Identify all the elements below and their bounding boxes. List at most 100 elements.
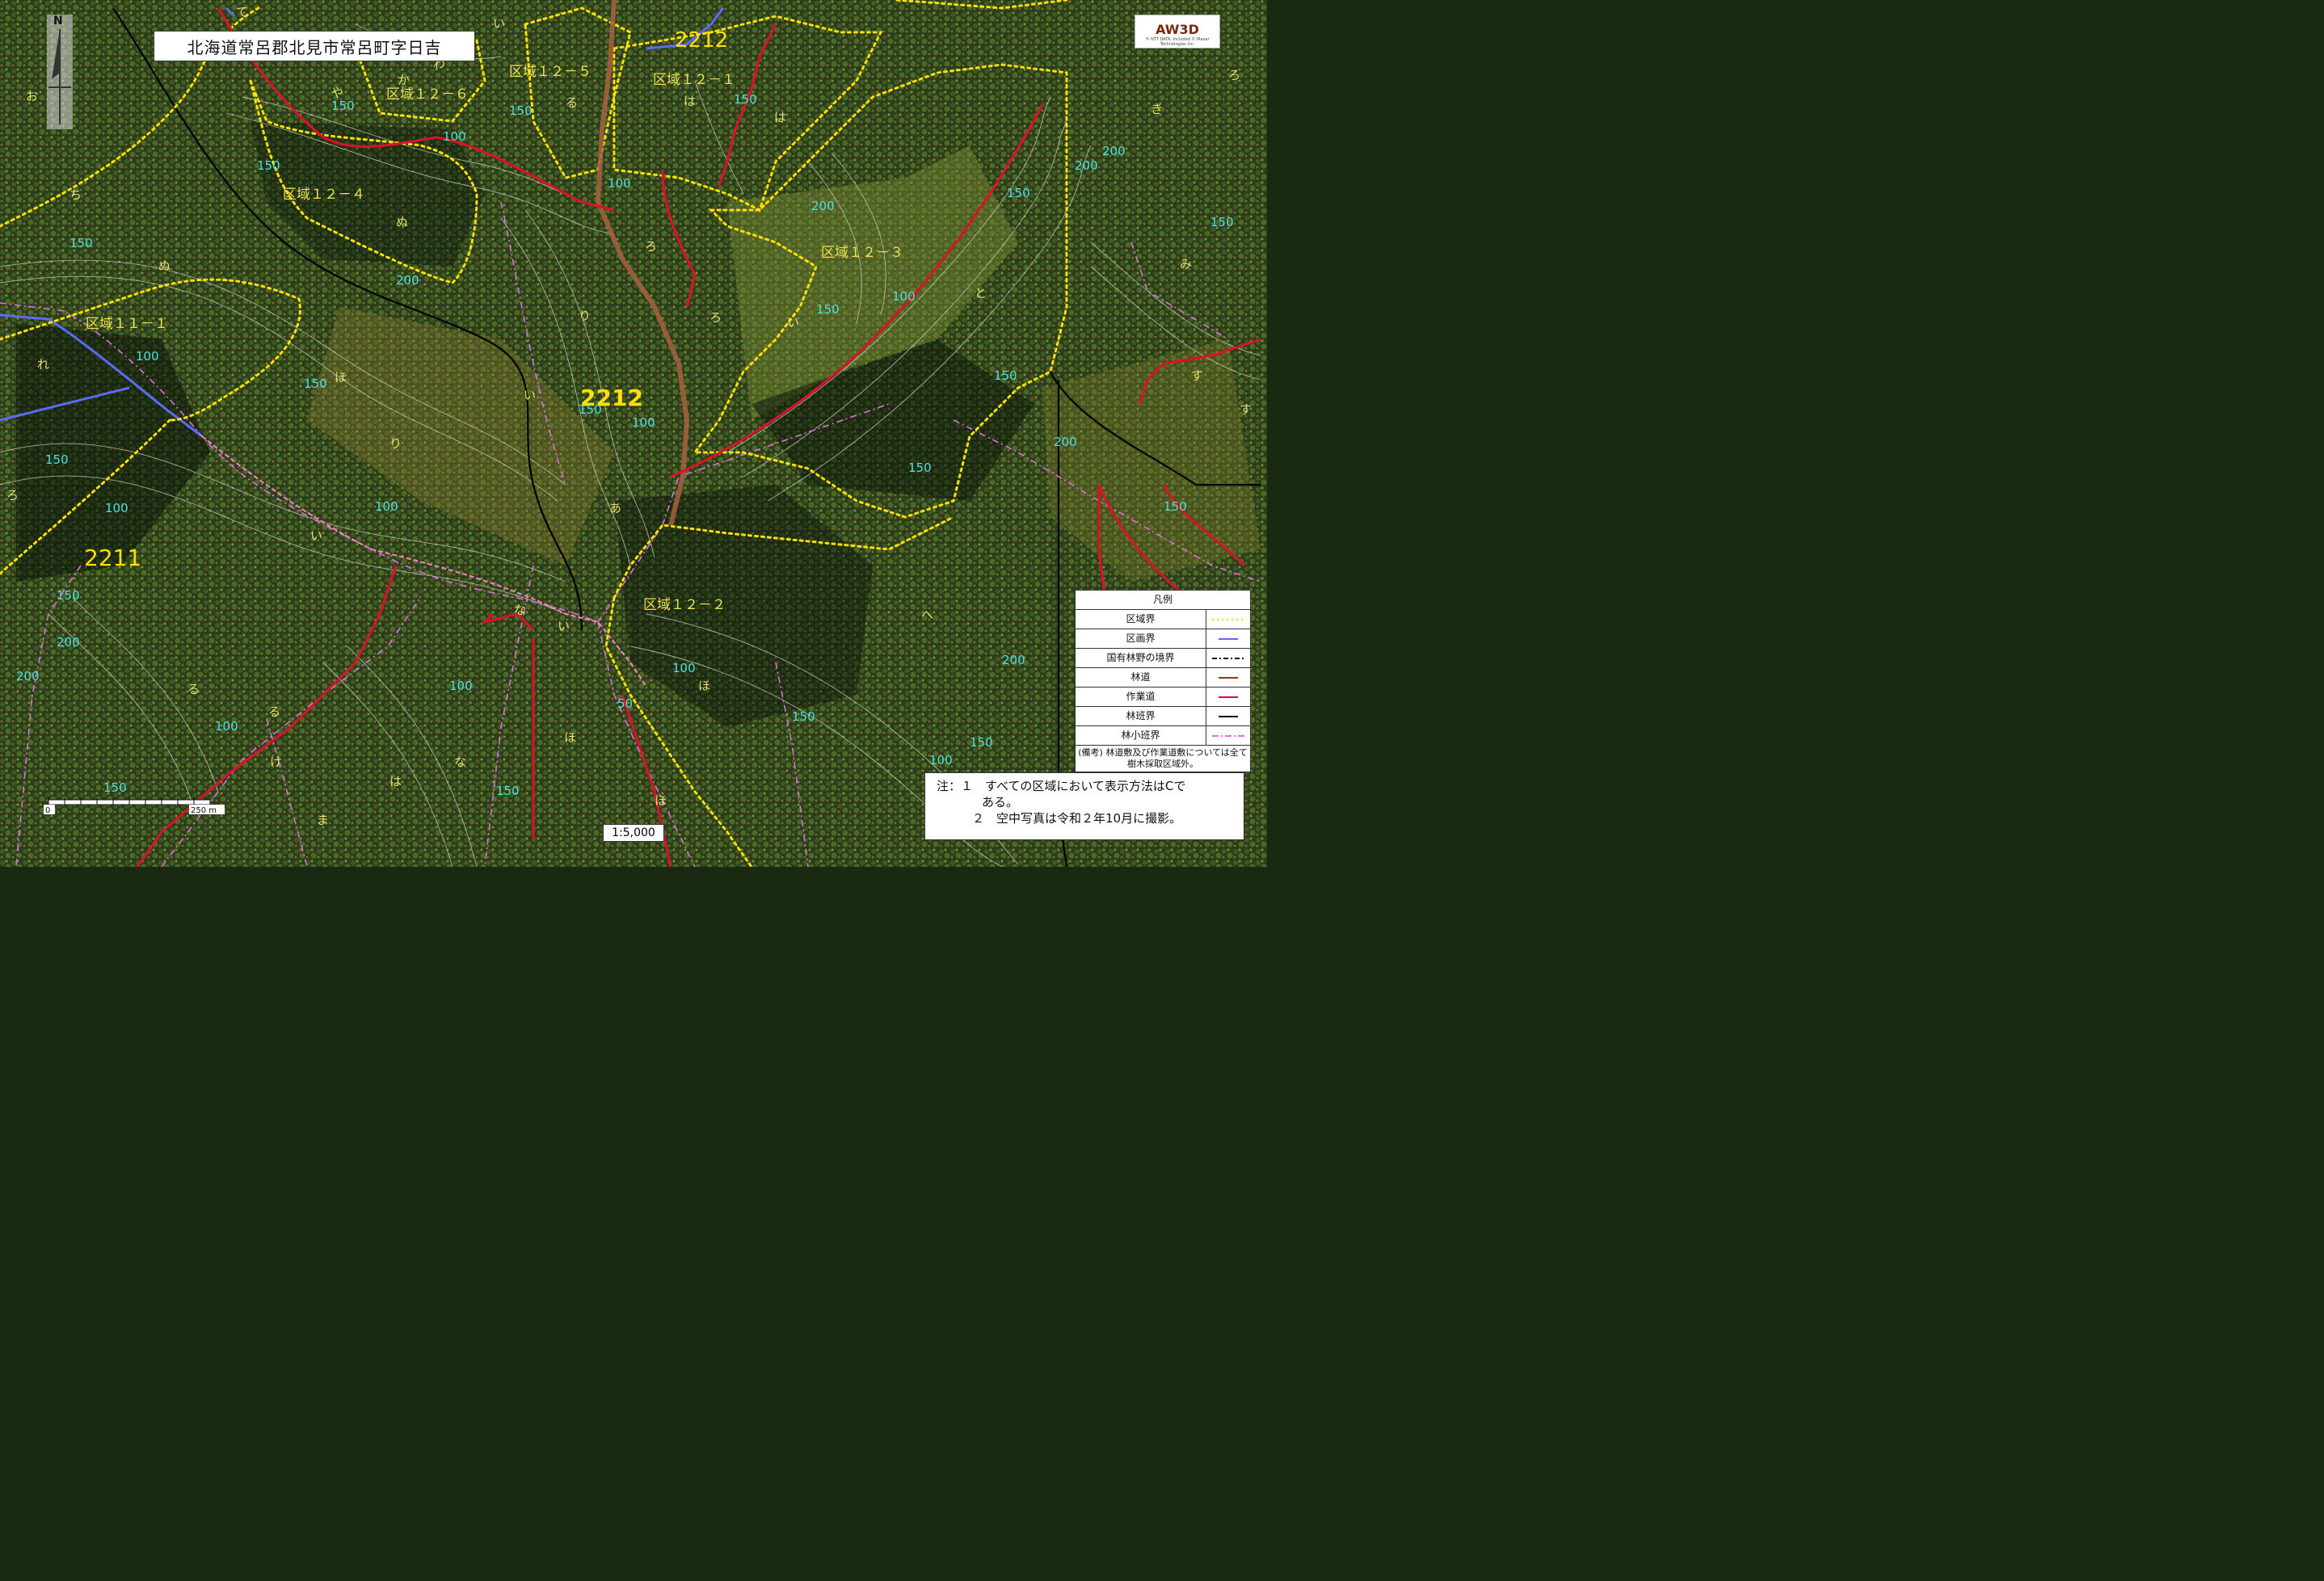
subcompartment-label: り xyxy=(389,436,402,451)
contour-label: 100 xyxy=(892,289,916,304)
contour-label: 100 xyxy=(608,176,631,191)
subcompartment-label: ぬ xyxy=(158,259,171,273)
contour-label: 100 xyxy=(105,501,128,515)
scale-bar-graphic: 0 250 m xyxy=(44,797,225,815)
subcompartment-label: ま xyxy=(317,813,329,827)
north-arrow-icon xyxy=(48,29,71,124)
dashdot-line-icon xyxy=(1206,726,1250,745)
zone-label: 区域１２－３ xyxy=(821,245,903,261)
contour-label: 100 xyxy=(375,499,398,514)
contour-label: 150 xyxy=(994,368,1017,383)
forest-road xyxy=(595,0,690,526)
dashdot-line-icon xyxy=(1206,649,1250,667)
subcompartment-label: ほ xyxy=(335,370,347,385)
contour-label: 150 xyxy=(57,588,80,603)
note-line: ある。 xyxy=(982,795,1019,809)
contour-label: 150 xyxy=(331,99,355,113)
aerial-map[interactable]: 2212 2212 2211 区域１２－５ 区域１２－６ 区域１２－１ 区域１２… xyxy=(0,0,1267,867)
subcompartment-label: ろ xyxy=(1228,68,1240,82)
contour-label: 200 xyxy=(1075,158,1098,173)
zone-label: 区域１１－１ xyxy=(86,316,168,332)
contour-label: 100 xyxy=(443,129,466,144)
contour-label: 150 xyxy=(257,158,280,173)
solid-line-icon xyxy=(1206,668,1250,687)
subcompartment-label: り xyxy=(579,309,591,323)
subcompartment-label: み xyxy=(1180,257,1192,271)
scale-bar: 0 250 m xyxy=(44,795,226,816)
subcompartment-label: ほ xyxy=(655,793,667,808)
north-label: N xyxy=(53,15,63,27)
contour-label: 200 xyxy=(811,199,835,213)
subcompartment-label: な xyxy=(514,603,526,617)
lighter-canopy-area xyxy=(1042,339,1261,582)
legend-item-label: 区画界 xyxy=(1076,629,1206,648)
legend-item-label: 区域界 xyxy=(1076,610,1206,629)
contour-label: 200 xyxy=(1054,435,1077,449)
compartment-number: 2212 xyxy=(580,385,643,411)
contour-label: 200 xyxy=(57,635,80,650)
subcompartment-label: は xyxy=(684,94,696,108)
contour-label: 100 xyxy=(449,679,473,693)
subcompartment-label: は xyxy=(389,774,402,788)
compartment-number: 2212 xyxy=(675,28,728,53)
contour-label: 100 xyxy=(672,661,696,675)
legend-item-label: 林道 xyxy=(1076,668,1206,687)
legend-item-national-forest-boundary: 国有林野の境界 xyxy=(1076,649,1250,668)
subcompartment-label: へ xyxy=(921,608,933,622)
subcompartment-label: れ xyxy=(37,357,49,372)
legend-item-label: 国有林野の境界 xyxy=(1076,649,1206,667)
subcompartment-label: と xyxy=(975,286,987,301)
dark-shadow-area xyxy=(251,121,485,267)
contour-label: 150 xyxy=(69,236,93,250)
subcompartment-label: け xyxy=(270,755,282,769)
dark-shadow-area xyxy=(752,339,1034,501)
subcompartment-label: す xyxy=(1191,368,1203,383)
legend-item-label: 林班界 xyxy=(1076,707,1206,725)
contour-label: 100 xyxy=(215,719,238,734)
lighter-canopy-area xyxy=(727,145,1018,420)
solid-line-icon xyxy=(1206,707,1250,725)
zone-label: 区域１２－６ xyxy=(386,86,469,103)
contour-label: 150 xyxy=(970,735,993,750)
contour-label: 150 xyxy=(792,709,815,724)
subcompartment-label: ほ xyxy=(564,730,576,745)
subcompartment-label: お xyxy=(26,89,38,103)
legend-item-forest-block-boundary: 林班界 xyxy=(1076,707,1250,726)
contour-label: 200 xyxy=(1102,144,1126,158)
dark-shadow-area xyxy=(614,485,873,727)
contour-label: 200 xyxy=(396,273,419,288)
contour-label: 150 xyxy=(304,376,327,391)
subcompartment-label: て xyxy=(236,5,248,19)
subcompartment-label: か xyxy=(398,73,410,87)
subcompartment-label: る xyxy=(566,95,578,110)
legend: 凡例 区域界 区画界 国有林野の境界 林道 作業道 林班界 林小班界 (備考) … xyxy=(1075,590,1251,772)
subcompartment-label: あ xyxy=(609,501,621,515)
legend-item-zone-boundary: 区域界 xyxy=(1076,610,1250,629)
subcompartment-road-edge xyxy=(201,435,647,687)
subcompartment-label: は xyxy=(774,110,786,124)
subcompartment-label: ろ xyxy=(6,488,19,502)
contour-label: 150 xyxy=(45,452,69,467)
contour-label: 150 xyxy=(103,780,127,795)
zone-boundaries xyxy=(0,0,1068,867)
zone-label: 区域１２－２ xyxy=(643,597,726,613)
contour-label: 150 xyxy=(734,92,757,107)
subcompartment-label: る xyxy=(268,704,280,719)
subcompartment-label: ぬ xyxy=(396,215,408,229)
contour-label: 150 xyxy=(1210,215,1234,229)
subcompartment-label: い xyxy=(493,16,505,31)
map-title: 北海道常呂郡北見市常呂町字日吉 xyxy=(154,31,475,61)
legend-item-work-road: 作業道 xyxy=(1076,687,1250,707)
subcompartment-label: き xyxy=(1151,102,1163,116)
legend-item-compartment-boundary: 区画界 xyxy=(1076,629,1250,649)
solid-line-icon xyxy=(1206,687,1250,706)
contour-label: 100 xyxy=(136,349,159,364)
contour-label: 150 xyxy=(908,460,932,475)
contour-label: 50 xyxy=(617,696,633,711)
subcompartment-label: ち xyxy=(69,187,82,202)
north-arrow xyxy=(47,15,73,129)
subcompartment-label: す xyxy=(1240,402,1252,417)
legend-title: 凡例 xyxy=(1076,591,1250,610)
subcompartment-label: い xyxy=(787,315,799,330)
contour-label: 100 xyxy=(929,753,953,767)
